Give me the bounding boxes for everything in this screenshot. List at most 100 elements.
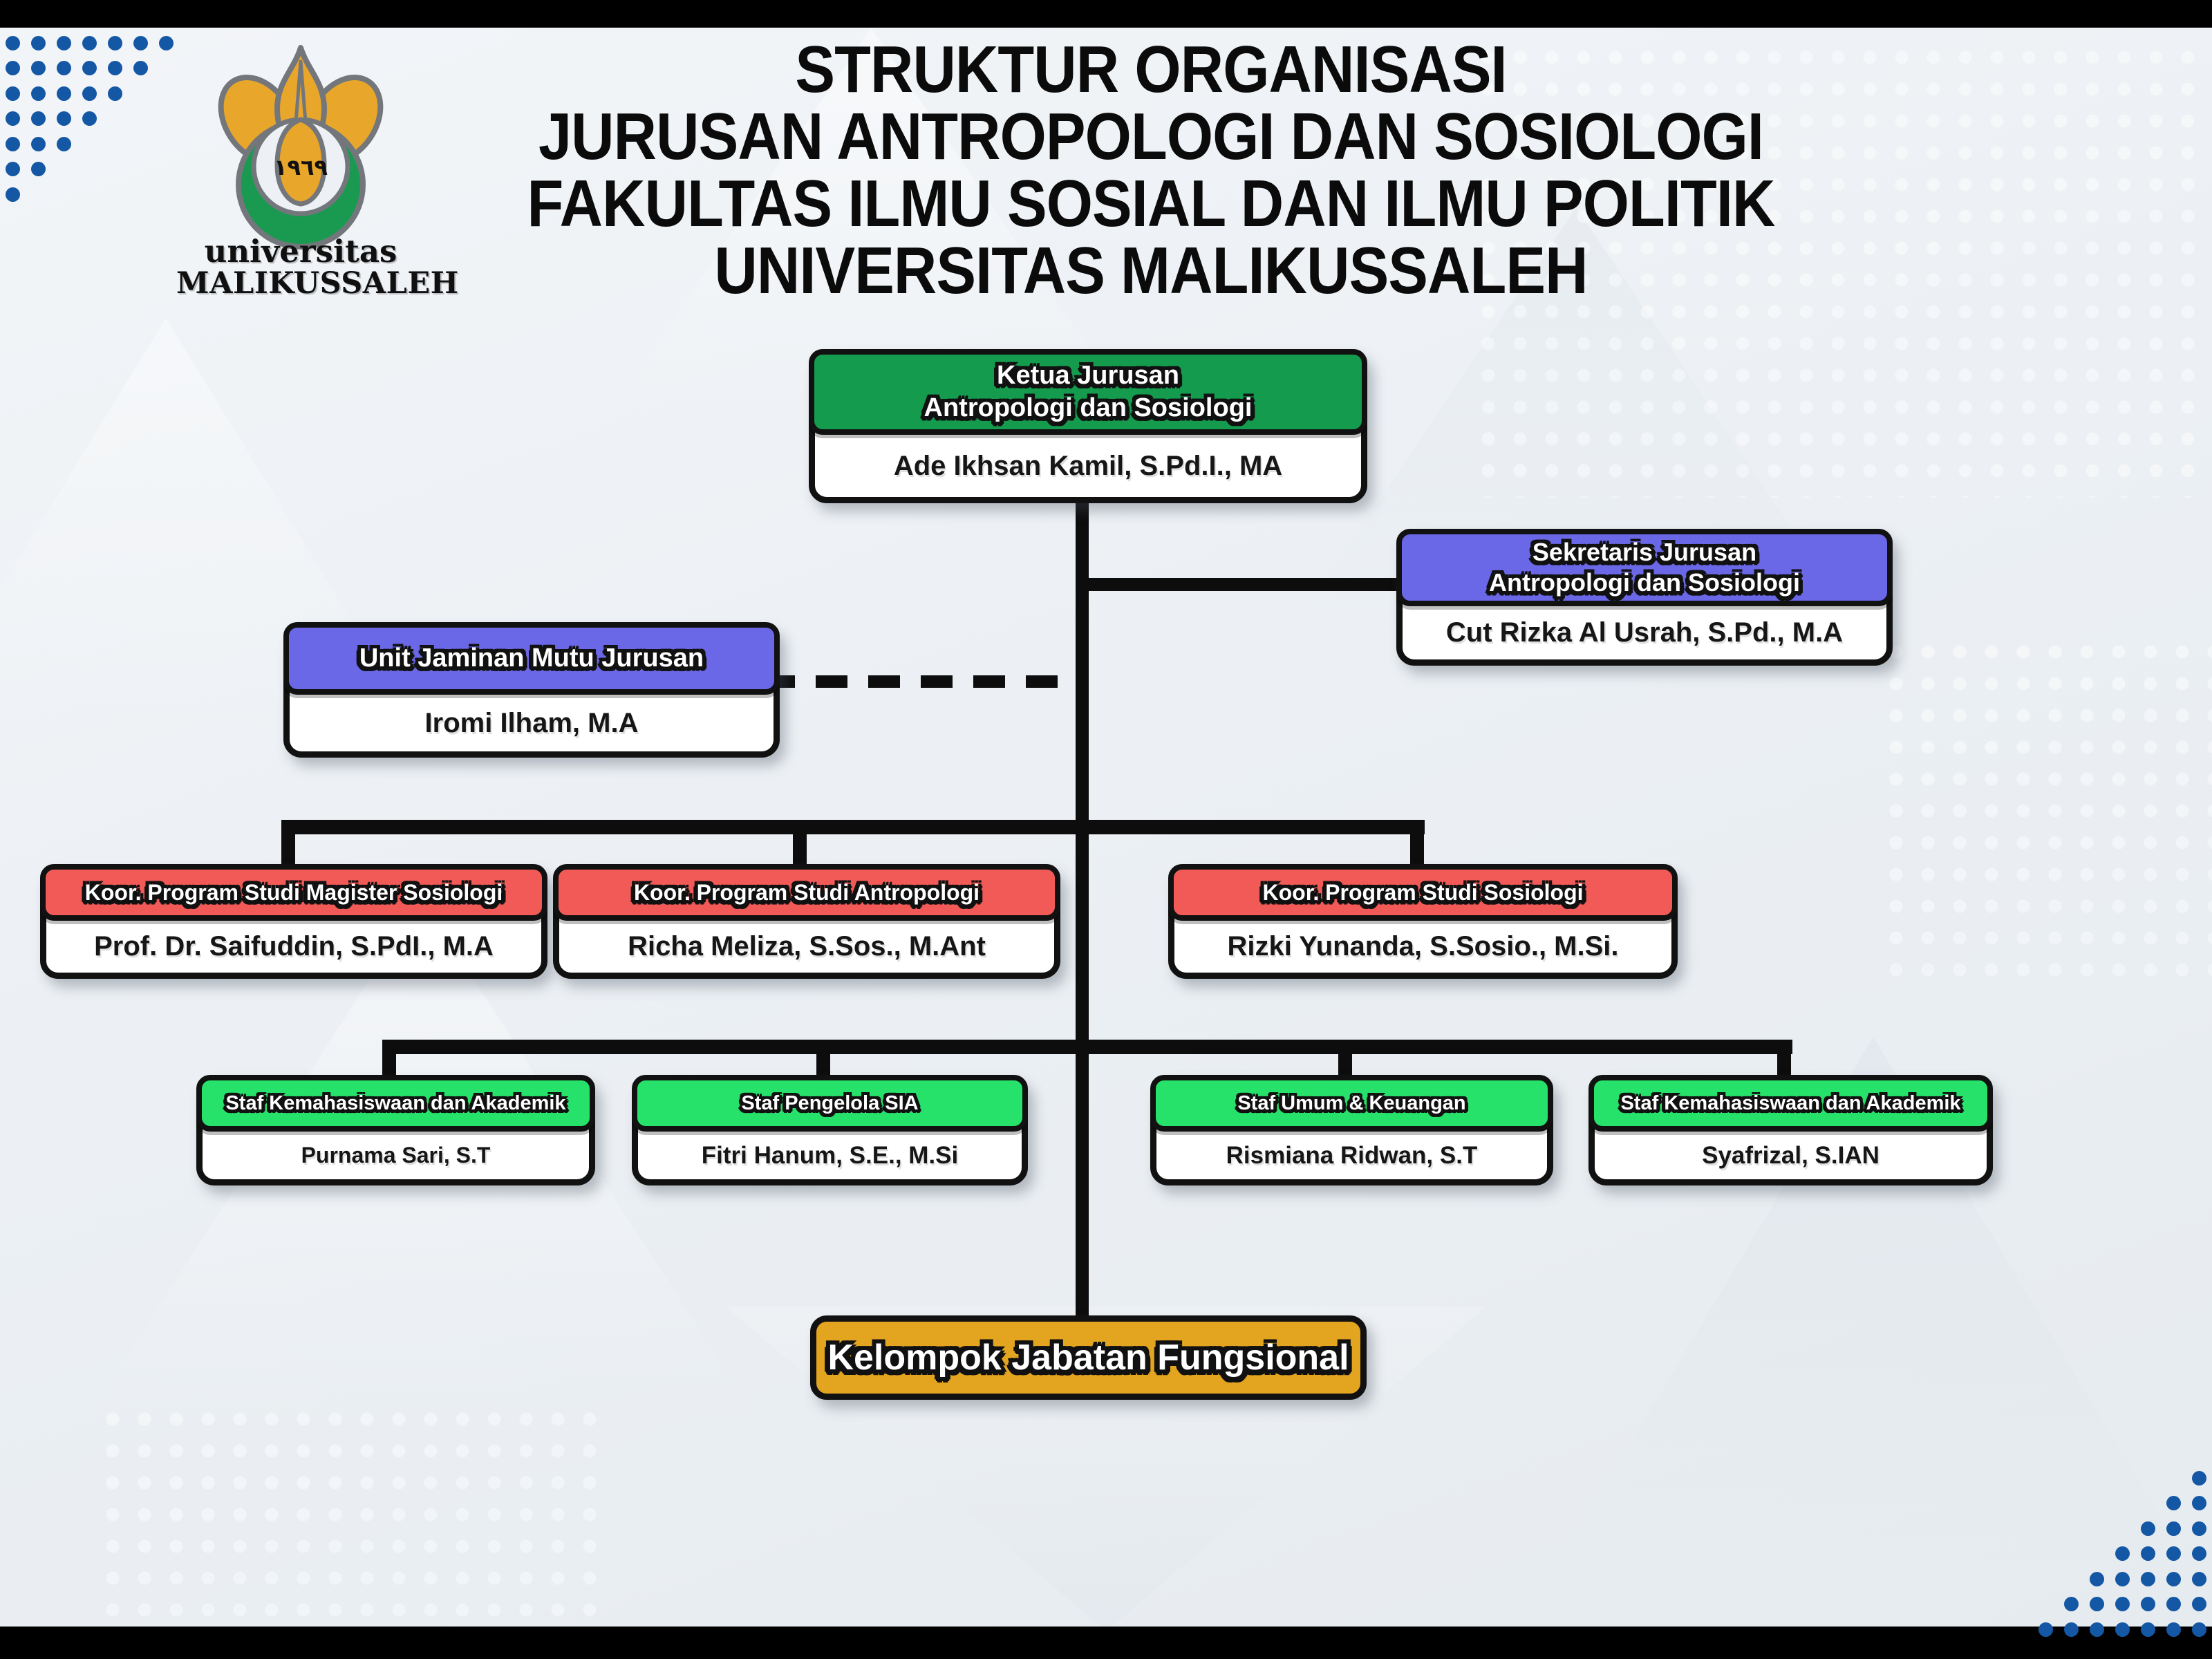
role-header: Koor. Program Studi Magister Sosiologi bbox=[40, 864, 547, 921]
connector-koor-bar bbox=[281, 820, 1425, 834]
corner-dot bbox=[2192, 1521, 2206, 1536]
person-name: Richa Meliza, S.Sos., M.Ant bbox=[628, 931, 986, 962]
corner-dot bbox=[2192, 1622, 2206, 1637]
corner-dot bbox=[31, 35, 46, 50]
corner-dot bbox=[31, 162, 46, 177]
connector-staf-drop bbox=[816, 1047, 830, 1080]
role-label: Ketua Jurusan bbox=[997, 361, 1179, 390]
role-label: Koor. Program Studi Magister Sosiologi bbox=[84, 880, 503, 905]
corner-dot bbox=[82, 61, 97, 76]
node-staf-kemahasiswaan-1: Staf Kemahasiswaan dan Akademik Purnama … bbox=[196, 1075, 595, 1185]
corner-dot bbox=[57, 136, 71, 151]
corner-dot bbox=[31, 61, 46, 76]
corner-dot bbox=[2090, 1622, 2104, 1637]
corner-dot bbox=[2192, 1546, 2206, 1562]
dot-row bbox=[2034, 1541, 2206, 1567]
role-label: Staf Pengelola SIA bbox=[741, 1092, 919, 1114]
bg-dot-texture bbox=[1880, 636, 2212, 995]
corner-dot bbox=[6, 136, 20, 151]
connector-koor-drop bbox=[793, 828, 807, 870]
corner-dot bbox=[31, 86, 46, 101]
corner-dot bbox=[6, 162, 20, 177]
role-label: Antropologi dan Sosiologi bbox=[924, 393, 1253, 422]
corner-dot bbox=[133, 35, 148, 50]
node-koor-sosiologi: Koor. Program Studi Sosiologi Rizki Yuna… bbox=[1168, 864, 1678, 979]
corner-dot bbox=[2166, 1546, 2181, 1562]
connector-dashed-ujm bbox=[763, 675, 1080, 688]
corner-dot bbox=[2115, 1622, 2130, 1637]
role-header: Staf Umum & Keuangan bbox=[1150, 1075, 1553, 1132]
corner-dot bbox=[2166, 1622, 2181, 1637]
person-name: Rizki Yunanda, S.Sosio., M.Si. bbox=[1227, 931, 1619, 962]
corner-dot bbox=[2090, 1571, 2104, 1586]
university-logo-wordmark: universitas MALIKUSSALEH bbox=[176, 235, 458, 299]
person-name: Purnama Sari, S.T bbox=[301, 1143, 491, 1168]
role-label: Staf Kemahasiswaan dan Akademik bbox=[225, 1092, 566, 1114]
person-name: Prof. Dr. Saifuddin, S.PdI., M.A bbox=[94, 931, 494, 962]
page-background bbox=[0, 28, 2212, 1627]
university-logo-emblem: ١٩٦٩ bbox=[218, 45, 384, 250]
node-ketua-jurusan: Ketua Jurusan Antropologi dan Sosiologi … bbox=[809, 349, 1367, 503]
node-unit-jaminan-mutu: Unit Jaminan Mutu Jurusan Iromi Ilham, M… bbox=[283, 622, 780, 758]
dot-row bbox=[6, 131, 187, 157]
corner-dot bbox=[6, 86, 20, 101]
connector-staf-bar bbox=[382, 1040, 1792, 1054]
node-staf-kemahasiswaan-2: Staf Kemahasiswaan dan Akademik Syafriza… bbox=[1588, 1075, 1993, 1185]
role-label: Antropologi dan Sosiologi bbox=[1489, 568, 1800, 597]
person-name: Syafrizal, S.IAN bbox=[1702, 1141, 1880, 1169]
corner-dot bbox=[2090, 1597, 2104, 1612]
role-label: Unit Jaminan Mutu Jurusan bbox=[359, 644, 704, 673]
connector-koor-drop bbox=[281, 828, 295, 870]
dot-row bbox=[2034, 1617, 2206, 1642]
corner-dot bbox=[6, 187, 20, 202]
dot-row bbox=[6, 30, 187, 56]
person-name: Iromi Ilham, M.A bbox=[424, 707, 639, 738]
role-header: Unit Jaminan Mutu Jurusan bbox=[283, 622, 780, 695]
corner-dot bbox=[2141, 1546, 2155, 1562]
connector-staf-drop bbox=[382, 1047, 396, 1080]
corner-dot bbox=[6, 35, 20, 50]
node-kelompok-jabatan-fungsional: Kelompok Jabatan Fungsional bbox=[810, 1315, 1367, 1400]
corner-dot bbox=[2064, 1597, 2079, 1612]
role-label: Koor. Program Studi Sosiologi bbox=[1262, 880, 1584, 905]
letterbox-top bbox=[0, 0, 2212, 28]
corner-dot bbox=[2192, 1496, 2206, 1511]
connector-trunk bbox=[1076, 486, 1089, 1318]
role-header: Staf Kemahasiswaan dan Akademik bbox=[1588, 1075, 1993, 1132]
logo-lamp: ١٩٦٩ bbox=[274, 59, 328, 207]
connector-staf-drop bbox=[1338, 1047, 1352, 1080]
node-koor-antropologi: Koor. Program Studi Antropologi Richa Me… bbox=[553, 864, 1060, 979]
corner-dot bbox=[57, 111, 71, 126]
corner-dot bbox=[2141, 1597, 2155, 1612]
role-label: Kelompok Jabatan Fungsional bbox=[827, 1338, 1349, 1378]
title-line-1: STRUKTUR ORGANISASI bbox=[795, 32, 1507, 106]
corner-dot bbox=[108, 35, 122, 50]
corner-dot bbox=[108, 61, 122, 76]
title-line-4: UNIVERSITAS MALIKUSSALEH bbox=[714, 234, 1588, 308]
corner-dot bbox=[82, 111, 97, 126]
connector-staf-drop bbox=[1777, 1047, 1791, 1080]
role-header: Sekretaris Jurusan Antropologi dan Sosio… bbox=[1396, 529, 1893, 606]
connector-koor-drop bbox=[1410, 828, 1424, 870]
role-label: Staf Umum & Keuangan bbox=[1237, 1092, 1466, 1114]
node-sekretaris-jurusan: Sekretaris Jurusan Antropologi dan Sosio… bbox=[1396, 529, 1893, 666]
connector-sekretaris-branch bbox=[1082, 578, 1400, 591]
corner-dot bbox=[2141, 1521, 2155, 1536]
node-staf-pengelola-sia: Staf Pengelola SIA Fitri Hanum, S.E., M.… bbox=[632, 1075, 1028, 1185]
dot-row bbox=[6, 56, 187, 82]
title-line-2: JURUSAN ANTROPOLOGI DAN SOSIOLOGI bbox=[538, 100, 1764, 174]
person-name: Fitri Hanum, S.E., M.Si bbox=[701, 1141, 959, 1169]
dot-row bbox=[2034, 1516, 2206, 1541]
dot-row bbox=[2034, 1566, 2206, 1592]
dot-row bbox=[6, 157, 187, 182]
corner-dot bbox=[2141, 1571, 2155, 1586]
corner-dot bbox=[159, 35, 174, 50]
dot-row bbox=[6, 81, 187, 106]
node-staf-umum-keuangan: Staf Umum & Keuangan Rismiana Ridwan, S.… bbox=[1150, 1075, 1553, 1185]
person-name: Cut Rizka Al Usrah, S.Pd., M.A bbox=[1445, 617, 1844, 648]
corner-dot bbox=[2192, 1597, 2206, 1612]
title-line-3: FAKULTAS ILMU SOSIAL DAN ILMU POLITIK bbox=[527, 167, 1775, 241]
corner-dot bbox=[82, 35, 97, 50]
letterbox-bottom bbox=[0, 1627, 2212, 1659]
corner-dot bbox=[31, 111, 46, 126]
